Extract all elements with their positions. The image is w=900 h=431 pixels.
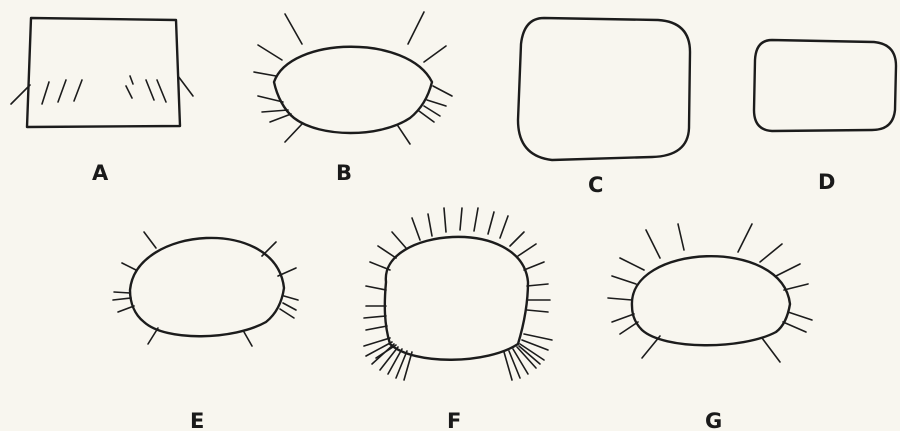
label-f: F — [447, 411, 461, 431]
shape-c-outline — [518, 18, 690, 160]
shape-c — [518, 18, 690, 160]
label-d: D — [818, 172, 835, 193]
shape-e-hairs — [113, 232, 298, 346]
label-g: G — [705, 411, 722, 431]
shape-f-hairs — [364, 208, 552, 380]
shape-a-hairs — [11, 76, 193, 104]
shape-f-outline — [385, 237, 528, 360]
shape-g-outline — [632, 256, 790, 345]
label-c: C — [588, 175, 603, 196]
label-a: A — [92, 163, 108, 184]
shape-b — [254, 12, 452, 144]
shape-d — [754, 40, 896, 131]
shape-d-outline — [754, 40, 896, 131]
shape-b-hairs — [254, 12, 452, 144]
shape-g-hairs — [608, 224, 812, 362]
shape-b-outline — [274, 47, 432, 133]
shape-e-outline — [130, 238, 284, 336]
label-b: B — [336, 163, 352, 184]
label-e: E — [190, 411, 204, 431]
shape-g — [608, 224, 812, 362]
shape-a-outline — [27, 18, 180, 127]
shape-a — [11, 18, 193, 127]
shape-f — [364, 208, 552, 380]
shape-e — [113, 232, 298, 346]
